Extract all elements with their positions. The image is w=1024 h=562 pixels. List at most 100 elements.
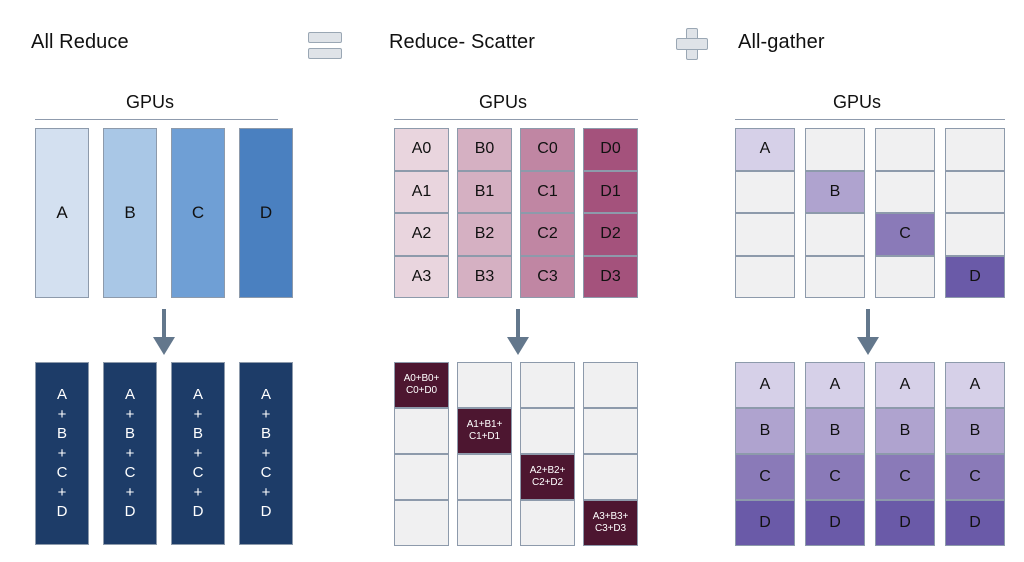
result-line: + [193, 405, 203, 423]
all-gather-result-cell: D [945, 500, 1005, 546]
all-reduce-result-block: A+B+C+D [171, 362, 225, 545]
arrow-all-reduce [153, 309, 175, 355]
all-gather-result-cell: A [945, 362, 1005, 408]
all-gather-empty-cell [805, 255, 865, 298]
all-reduce-result-block: A+B+C+D [103, 362, 157, 545]
equals-icon [308, 32, 342, 59]
reduce-scatter-cell: B3 [457, 255, 512, 298]
all-gather-result-cell: C [875, 454, 935, 500]
reduce-scatter-empty-cell [457, 500, 512, 546]
result-line: + [261, 483, 271, 501]
reduce-scatter-sum-cell: A0+B0+C0+D0 [394, 362, 449, 408]
all-gather-empty-cell [805, 213, 865, 256]
reduce-scatter-empty-cell [520, 500, 575, 546]
reduce-scatter-cell: A0 [394, 128, 449, 171]
diagram-header: All Reduce Reduce- Scatter All-gather [0, 0, 1024, 72]
reduce-scatter-cell: C3 [520, 255, 575, 298]
all-reduce-result-block: A+B+C+D [35, 362, 89, 545]
result-line: + [261, 405, 271, 423]
all-gather-empty-cell [945, 170, 1005, 213]
result-line: D [124, 503, 136, 521]
panel-title-reduce-scatter: Reduce- Scatter [389, 31, 536, 53]
result-line: B [260, 425, 271, 443]
all-gather-empty-cell [875, 128, 935, 171]
result-line: D [260, 503, 272, 521]
arrow-head [507, 337, 529, 355]
all-gather-result-cell: D [735, 500, 795, 546]
reduce-scatter-empty-cell [520, 408, 575, 454]
all-gather-empty-cell [805, 128, 865, 171]
reduce-scatter-cell: B0 [457, 128, 512, 171]
result-line: C [124, 464, 136, 482]
result-line: C [56, 464, 68, 482]
arrow-all-gather [857, 309, 879, 355]
arrow-stem [866, 309, 870, 339]
result-line: B [124, 425, 135, 443]
all-gather-result-cell: A [875, 362, 935, 408]
reduce-scatter-empty-cell [394, 500, 449, 546]
all-gather-empty-cell [875, 170, 935, 213]
reduce-scatter-empty-cell [394, 408, 449, 454]
all-gather-result-cell: D [805, 500, 865, 546]
all-reduce-input-block: B [103, 128, 157, 298]
reduce-scatter-empty-cell [583, 454, 638, 500]
reduce-scatter-cell: A1 [394, 170, 449, 213]
result-line: + [125, 444, 135, 462]
result-line: + [57, 405, 67, 423]
result-line: D [56, 503, 68, 521]
reduce-scatter-cell: B2 [457, 213, 512, 256]
gpus-label-all-reduce: GPUs [126, 92, 175, 112]
sum-line: A3+B3+ [592, 511, 629, 522]
result-line: A [260, 386, 271, 404]
sum-line: C1+D1 [469, 431, 500, 442]
all-gather-empty-cell [735, 255, 795, 298]
equals-icon-bar-bottom [308, 48, 342, 59]
sum-line: C3+D3 [595, 523, 626, 534]
all-gather-result-cell: B [875, 408, 935, 454]
all-gather-empty-cell [945, 213, 1005, 256]
all-gather-result-cell: A [805, 362, 865, 408]
all-reduce-input-block: D [239, 128, 293, 298]
result-line: B [56, 425, 67, 443]
gpus-label-reduce-scatter: GPUs [479, 92, 528, 112]
reduce-scatter-cell: B1 [457, 170, 512, 213]
panel-title-all-reduce: All Reduce [31, 31, 129, 53]
result-line: + [261, 444, 271, 462]
all-gather-source-cell: D [945, 255, 1005, 298]
sum-line: A1+B1+ [466, 419, 503, 430]
sum-line: A0+B0+ [403, 373, 440, 384]
all-gather-result-cell: B [945, 408, 1005, 454]
reduce-scatter-empty-cell [583, 408, 638, 454]
sum-line: A2+B2+ [529, 465, 566, 476]
reduce-scatter-cell: C2 [520, 213, 575, 256]
result-line: + [57, 483, 67, 501]
arrow-stem [162, 309, 166, 339]
all-gather-result-cell: B [805, 408, 865, 454]
all-gather-empty-cell [945, 128, 1005, 171]
all-gather-source-cell: C [875, 213, 935, 256]
sum-line: C2+D2 [532, 477, 563, 488]
gpus-rule-reduce-scatter [394, 119, 638, 120]
all-gather-result-cell: C [735, 454, 795, 500]
all-gather-source-cell: A [735, 128, 795, 171]
reduce-scatter-sum-cell: A3+B3+C3+D3 [583, 500, 638, 546]
arrow-reduce-scatter [507, 309, 529, 355]
gpus-rule-all-gather [735, 119, 1005, 120]
plus-icon [676, 28, 708, 60]
all-gather-empty-cell [735, 170, 795, 213]
all-reduce-result-block: A+B+C+D [239, 362, 293, 545]
result-line: + [125, 483, 135, 501]
all-reduce-input-block: C [171, 128, 225, 298]
arrow-head [857, 337, 879, 355]
gpus-rule-all-reduce [35, 119, 278, 120]
result-line: + [57, 444, 67, 462]
reduce-scatter-empty-cell [583, 362, 638, 408]
all-gather-empty-cell [735, 213, 795, 256]
result-line: A [192, 386, 203, 404]
all-gather-result-cell: A [735, 362, 795, 408]
result-line: A [56, 386, 67, 404]
equals-icon-bar-top [308, 32, 342, 43]
result-line: C [192, 464, 204, 482]
